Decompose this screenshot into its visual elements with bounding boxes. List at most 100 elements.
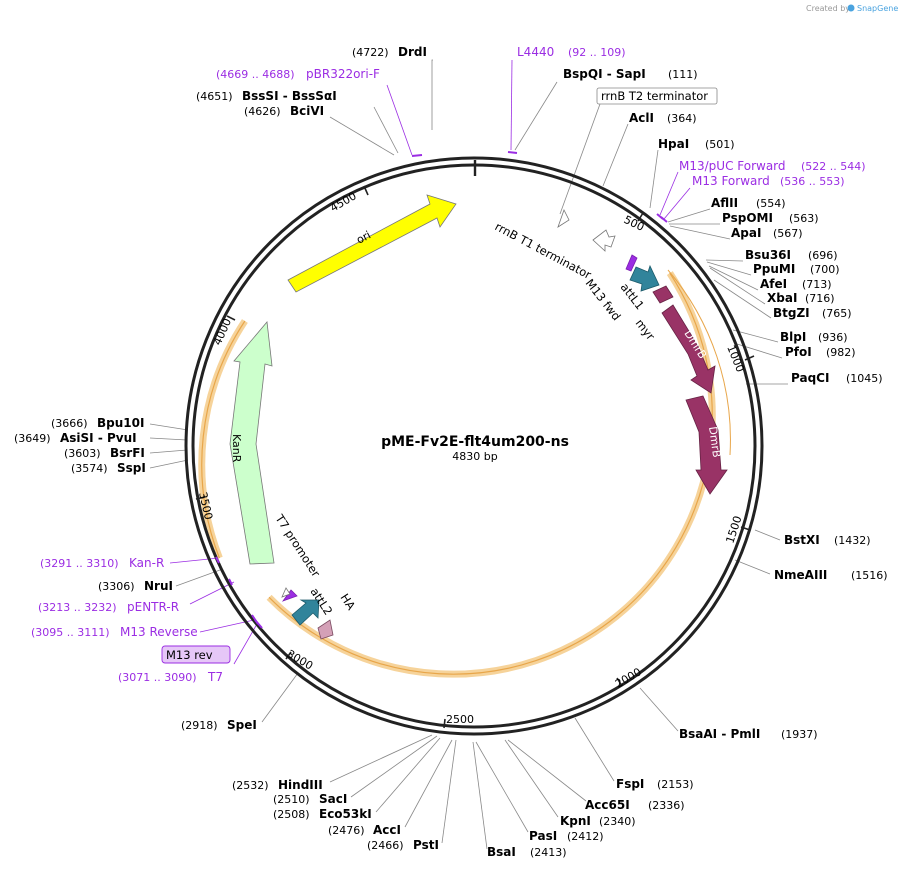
site-name-kpni: KpnI [560, 814, 591, 828]
site-name-eco53ki: Eco53kI [319, 807, 372, 821]
site-name-acc65i: Acc65I [585, 798, 630, 812]
tick-label-500: 500 [622, 213, 647, 234]
tick-4500 [363, 185, 369, 196]
site-pos-aflii: (554) [756, 197, 786, 210]
site-pos-blpi: (936) [818, 331, 848, 344]
rrnb-t2-label: rrnB T2 terminator [601, 89, 708, 103]
t7-promoter-feature[interactable] [281, 587, 291, 598]
restriction-site-labels: (4722) DrdI (4651) BssSI - BssSαI (4626)… [14, 45, 888, 859]
site-pos-drdi: (4722) [352, 46, 389, 59]
leader-hindiii [329, 734, 433, 783]
site-pos-psti: (2466) [367, 839, 404, 852]
leader-sspi [149, 459, 189, 469]
leader-pbr322ori [386, 84, 413, 156]
ori-feature[interactable] [287, 194, 457, 293]
rrnb-t2-feature[interactable] [557, 208, 570, 228]
site-name-bstxi: BstXI [784, 533, 820, 547]
site-pos-spei: (2918) [181, 719, 218, 732]
primer-name-kanr: Kan-R [129, 556, 164, 570]
site-pos-bcivi: (4626) [244, 105, 281, 118]
site-pos-pfoi: (982) [826, 346, 856, 359]
leader-afei [708, 265, 759, 291]
site-pos-bsrfi: (3603) [64, 447, 101, 460]
m13fwd-feature[interactable] [625, 254, 638, 272]
leader-bsaai [639, 687, 679, 732]
site-name-bsssi: BssSI - BssSαI [242, 89, 337, 103]
site-pos-saci: (2510) [273, 793, 310, 806]
site-name-acli: AclI [629, 111, 654, 125]
primer-marks [215, 151, 668, 629]
site-name-bsrfi: BsrFI [110, 446, 145, 460]
site-name-hindiii: HindIII [278, 778, 323, 792]
primer-name-m13fwd: M13 Forward [692, 174, 770, 188]
leader-nrui [175, 569, 221, 587]
kanr-feature[interactable] [229, 321, 275, 565]
site-pos-asisi: (3649) [14, 432, 51, 445]
primer-pos-pentr: (3213 .. 3232) [38, 601, 117, 614]
primer-name-pbr322ori: pBR322ori-F [306, 67, 380, 81]
leader-psti [441, 739, 457, 844]
m13-rev-label: M13 rev [166, 648, 213, 662]
site-pos-afei: (713) [802, 278, 832, 291]
tick-label-2500: 2500 [446, 713, 474, 726]
leader-eco53ki [375, 737, 441, 813]
primer-pos-m13puc: (522 .. 544) [801, 160, 866, 173]
backbone-outer-ring [184, 156, 764, 736]
rrnb-t1-feature[interactable] [592, 229, 616, 252]
site-pos-bspqi: (111) [668, 68, 698, 81]
site-pos-fspi: (2153) [657, 778, 694, 791]
site-pos-nmeaiii: (1516) [851, 569, 888, 582]
attl2-feature[interactable] [291, 599, 320, 626]
primer-mark-pentr [228, 578, 233, 586]
site-pos-bpu10i: (3666) [51, 417, 88, 430]
dmrb-label-2: DmrB [706, 426, 723, 459]
leader-acci [404, 739, 453, 828]
m13-fwd-label: M13 fwd [583, 276, 624, 323]
leader-m13fwd [663, 187, 691, 220]
leader-fspi [574, 717, 615, 782]
leader-bsssi [373, 106, 399, 154]
site-name-fspi: FspI [616, 777, 644, 791]
tick-3500 [195, 496, 206, 500]
site-pos-paqci: (1045) [846, 372, 883, 385]
leader-m13puc [659, 171, 679, 216]
site-pos-sspi: (3574) [71, 462, 108, 475]
site-name-acci: AccI [373, 823, 401, 837]
leader-aflii [667, 208, 711, 223]
primer-pos-pbr322ori: (4669 .. 4688) [216, 68, 295, 81]
site-name-sspi: SspI [117, 461, 146, 475]
site-pos-acci: (2476) [328, 824, 365, 837]
leader-blpi [732, 329, 779, 343]
site-name-drdi: DrdI [398, 45, 427, 59]
site-name-bsai: BsaI [487, 845, 516, 859]
primer-mark-m13fwd [660, 216, 668, 223]
leader-acli [602, 123, 629, 187]
primer-name-l4440: L4440 [517, 45, 554, 59]
dmrb-feature-2[interactable] [685, 395, 728, 495]
site-pos-xbai: (716) [805, 292, 835, 305]
site-pos-bstxi: (1432) [834, 534, 871, 547]
site-pos-ppumi: (700) [810, 263, 840, 276]
leader-apai [669, 225, 731, 240]
snapgene-logo-icon [847, 4, 855, 12]
site-name-paqci: PaqCI [791, 371, 829, 385]
site-name-spei: SpeI [227, 718, 257, 732]
site-pos-acli: (364) [667, 112, 697, 125]
leader-asisi [149, 437, 188, 441]
site-name-pfoi: PfoI [785, 345, 812, 359]
plasmid-name: pME-Fv2E-flt4um200-ns [381, 434, 569, 450]
tick-2500 [443, 718, 446, 729]
myr-feature[interactable] [652, 285, 674, 304]
site-pos-bsaai: (1937) [781, 728, 818, 741]
primer-mark-pbr322ori [411, 154, 423, 157]
attl1-feature[interactable] [629, 264, 660, 292]
ha-feature[interactable] [317, 619, 334, 640]
leader-ppumi [706, 261, 752, 276]
highlight-kanr-core [201, 320, 246, 559]
site-pos-pspomi: (563) [789, 212, 819, 225]
leader-btgzi [713, 279, 772, 319]
dmrb-feature-1[interactable] [661, 304, 716, 394]
leader-bcivi [329, 116, 395, 156]
label-leader-lines [149, 59, 788, 850]
